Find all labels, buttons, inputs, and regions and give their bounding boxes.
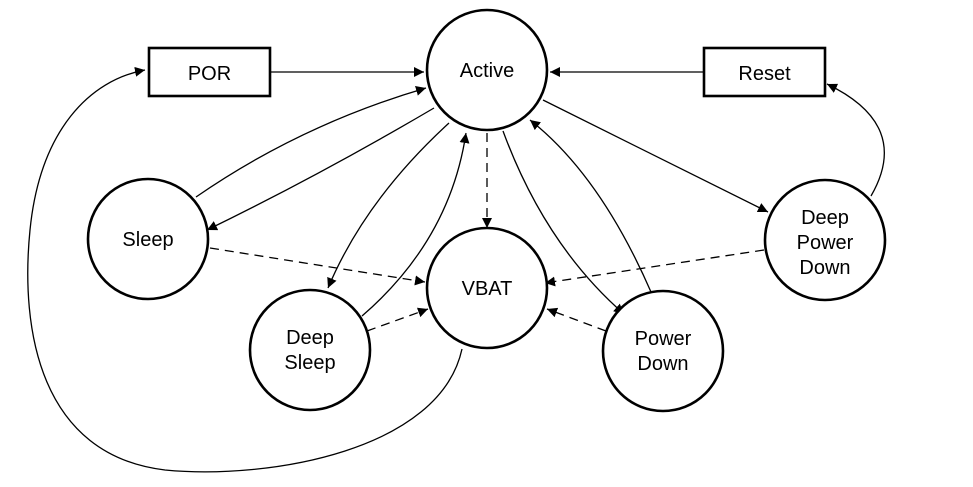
- node-power-down-label-line2: Down: [637, 353, 688, 375]
- node-por: POR: [147, 46, 272, 98]
- node-sleep-label: Sleep: [122, 229, 173, 251]
- node-deep-sleep-label-line1: Deep: [286, 327, 334, 349]
- node-deep-sleep-label-line2: Sleep: [284, 352, 335, 374]
- edge-sleep-to-active: [195, 86, 427, 198]
- node-por-label: POR: [188, 63, 231, 85]
- node-reset-label: Reset: [738, 63, 791, 85]
- edge-deep-power-down-to-vbat: [544, 249, 765, 287]
- edge-deep-power-down-to-reset: [826, 83, 885, 197]
- edge-active-to-sleep: [206, 107, 435, 231]
- node-deep-power-down-label-line1: Deep: [801, 207, 849, 229]
- node-power-down: Power Down: [601, 289, 725, 413]
- node-deep-sleep: Deep Sleep: [248, 288, 372, 412]
- node-vbat-label: VBAT: [462, 278, 513, 300]
- edge-deep-sleep-to-vbat: [366, 307, 429, 332]
- edge-sleep-to-vbat: [209, 247, 426, 286]
- node-deep-power-down: Deep Power Down: [763, 178, 887, 302]
- node-deep-power-down-label-line3: Down: [799, 257, 850, 279]
- nodes: POR Reset Active Sleep Deep Sleep VBAT P…: [86, 8, 887, 413]
- edge-power-down-to-vbat: [546, 307, 607, 332]
- edge-vbat-to-por: [27, 66, 463, 473]
- edge-deep-sleep-to-active: [361, 132, 470, 317]
- node-active: Active: [425, 8, 549, 132]
- edge-active-to-deep-sleep: [327, 122, 450, 289]
- edges: [27, 66, 885, 473]
- edge-active-to-power-down: [502, 130, 625, 315]
- node-vbat: VBAT: [425, 226, 549, 350]
- node-sleep: Sleep: [86, 177, 210, 301]
- node-power-down-label-line1: Power: [635, 328, 692, 350]
- edge-active-to-deep-power-down: [542, 99, 769, 213]
- node-reset: Reset: [702, 46, 827, 98]
- edge-power-down-to-active: [529, 119, 652, 293]
- node-active-label: Active: [460, 60, 514, 82]
- node-deep-power-down-label-line2: Power: [797, 232, 854, 254]
